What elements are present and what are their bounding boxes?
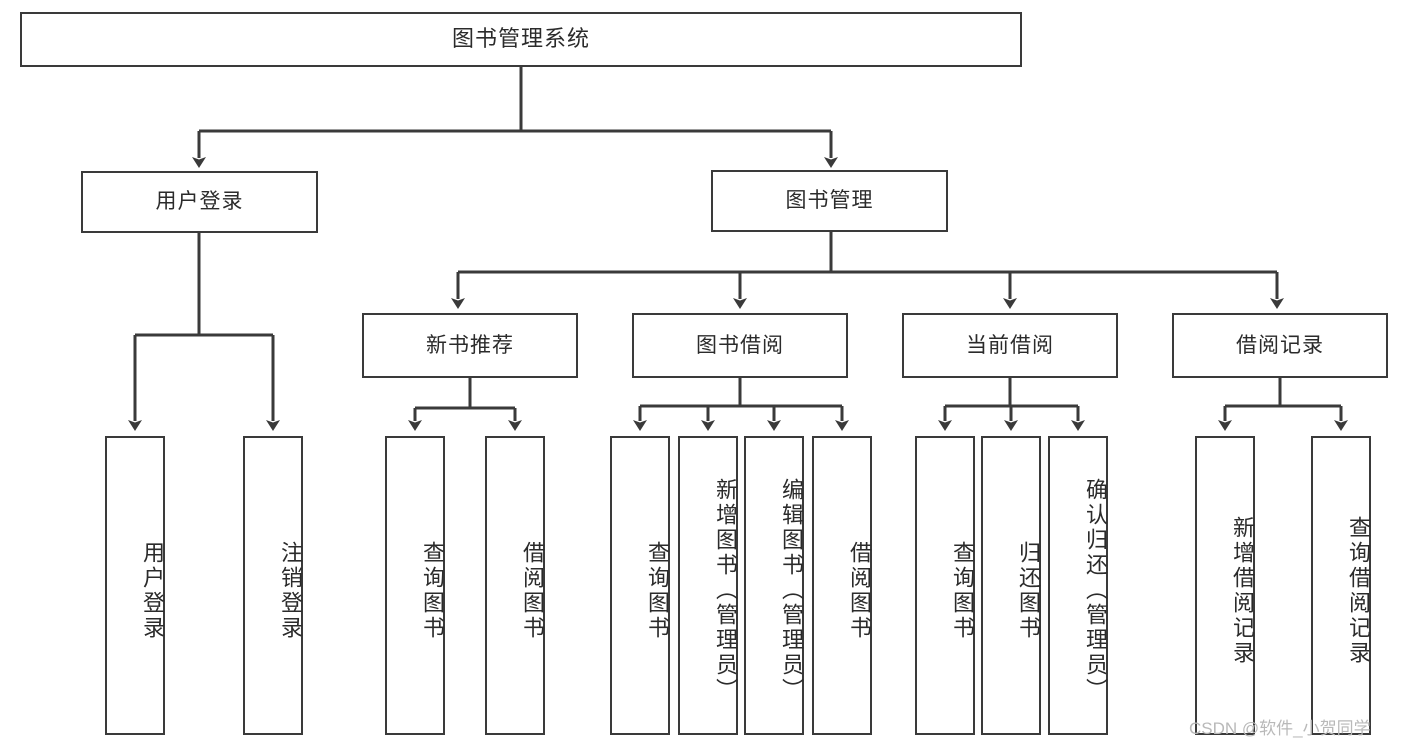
leaf-query-book-recommend[interactable]: 查询图书	[385, 436, 445, 735]
leaf-add-borrow-record[interactable]: 新增借阅记录	[1195, 436, 1255, 735]
node-label: 确认归还（管理员）	[1083, 478, 1108, 703]
node-label: 图书管理系统	[451, 26, 590, 52]
node-label: 注销登录	[278, 540, 303, 641]
node-label: 用户登录	[155, 190, 244, 214]
leaf-edit-book-admin[interactable]: 编辑图书（管理员）	[744, 436, 804, 735]
leaf-borrow-book-recommend[interactable]: 借阅图书	[485, 436, 545, 735]
node-label: 新增借阅记录	[1230, 515, 1255, 666]
leaf-user-login[interactable]: 用户登录	[105, 436, 165, 735]
leaf-borrow-book[interactable]: 借阅图书	[812, 436, 872, 735]
node-label: 借阅图书	[847, 540, 872, 641]
node-label: 编辑图书（管理员）	[779, 478, 804, 703]
node-borrow-record[interactable]: 借阅记录	[1172, 313, 1388, 378]
leaf-add-book-admin[interactable]: 新增图书（管理员）	[678, 436, 738, 735]
leaf-logout-login[interactable]: 注销登录	[243, 436, 303, 735]
node-label: 借阅记录	[1236, 333, 1324, 357]
node-label: 图书管理	[785, 189, 874, 213]
node-book-borrow[interactable]: 图书借阅	[632, 313, 848, 378]
node-label: 图书借阅	[696, 333, 784, 357]
leaf-query-book-borrow[interactable]: 查询图书	[610, 436, 670, 735]
node-label: 查询借阅记录	[1346, 515, 1371, 666]
node-book-management[interactable]: 图书管理	[711, 170, 948, 232]
leaf-query-book-current[interactable]: 查询图书	[915, 436, 975, 735]
node-current-borrow[interactable]: 当前借阅	[902, 313, 1118, 378]
node-label: 新书推荐	[426, 333, 514, 357]
node-label: 新增图书（管理员）	[713, 478, 738, 703]
node-new-book-recommend[interactable]: 新书推荐	[362, 313, 578, 378]
node-label: 用户登录	[140, 540, 165, 641]
leaf-return-book[interactable]: 归还图书	[981, 436, 1041, 735]
node-label: 查询图书	[645, 540, 670, 641]
node-root-system[interactable]: 图书管理系统	[20, 12, 1022, 67]
node-label: 归还图书	[1016, 540, 1041, 641]
node-user-login[interactable]: 用户登录	[81, 171, 318, 233]
node-label: 查询图书	[950, 540, 975, 641]
node-label: 当前借阅	[966, 333, 1054, 357]
node-label: 借阅图书	[520, 540, 545, 641]
node-label: 查询图书	[420, 540, 445, 641]
leaf-confirm-return-admin[interactable]: 确认归还（管理员）	[1048, 436, 1108, 735]
leaf-query-borrow-record[interactable]: 查询借阅记录	[1311, 436, 1371, 735]
